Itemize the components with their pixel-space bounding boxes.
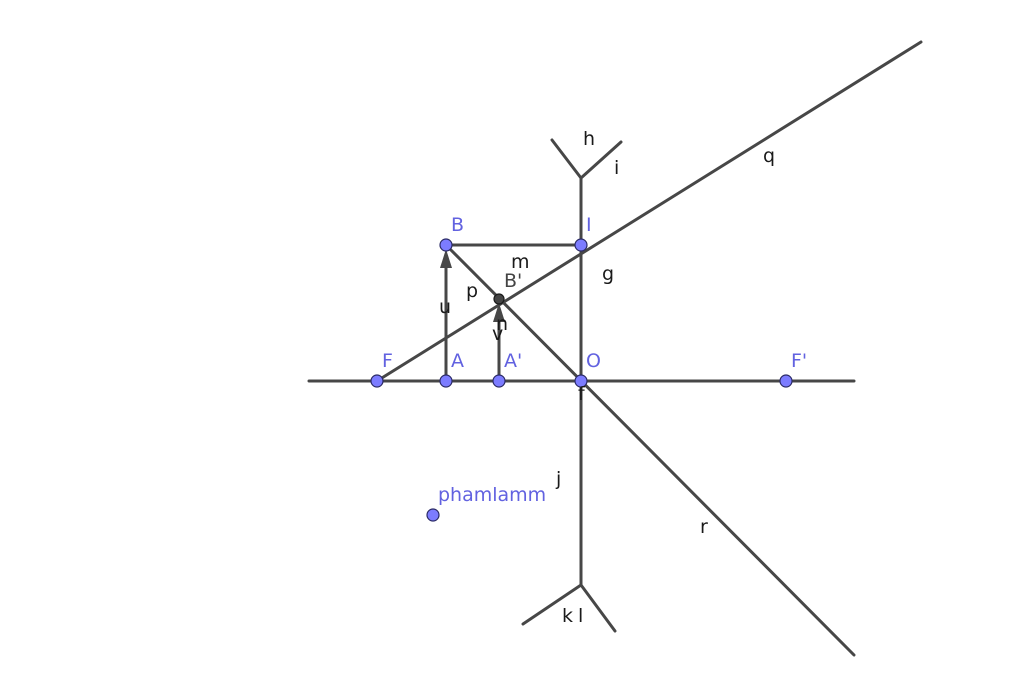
label-phamlamm: phamlamm (438, 484, 546, 506)
point-B-prime[interactable] (493, 293, 505, 305)
label-B-prime: B' (504, 270, 522, 292)
label-n: n (496, 313, 508, 335)
vector-u-arrowhead (440, 249, 452, 268)
label-f: f (578, 383, 586, 405)
label-r: r (700, 516, 708, 538)
label-m: m (511, 251, 530, 273)
label-v: v (492, 323, 503, 345)
lens-top-tip-left (550, 138, 583, 180)
label-h: h (583, 128, 595, 150)
label-I: I (586, 214, 592, 236)
label-k: k (562, 605, 573, 627)
ray-r (444, 243, 856, 657)
lens-bottom-tip-right (579, 583, 617, 633)
label-F: F (382, 350, 393, 372)
point-I[interactable] (574, 238, 588, 252)
point-phamlamm[interactable] (426, 508, 440, 522)
label-A-prime: A' (504, 350, 522, 372)
lens-bottom-tip-left (521, 583, 583, 626)
label-O: O (586, 350, 601, 372)
label-B: B (451, 214, 464, 236)
point-A-prime[interactable] (492, 374, 506, 388)
point-F-prime[interactable] (779, 374, 793, 388)
point-F[interactable] (370, 374, 384, 388)
label-F-prime: F' (791, 350, 807, 372)
point-A[interactable] (439, 374, 453, 388)
label-l: l (578, 605, 583, 627)
label-j: j (555, 468, 561, 490)
vector-v-arrowhead (493, 303, 505, 322)
point-O[interactable] (574, 374, 588, 388)
ray-q (375, 40, 923, 383)
label-A: A (451, 350, 464, 372)
label-i: i (614, 157, 619, 179)
point-B[interactable] (439, 238, 453, 252)
lens-top-tip-right (579, 140, 623, 180)
label-u: u (439, 296, 451, 318)
label-q: q (763, 145, 775, 167)
label-p: p (466, 280, 478, 302)
label-g: g (602, 263, 614, 285)
